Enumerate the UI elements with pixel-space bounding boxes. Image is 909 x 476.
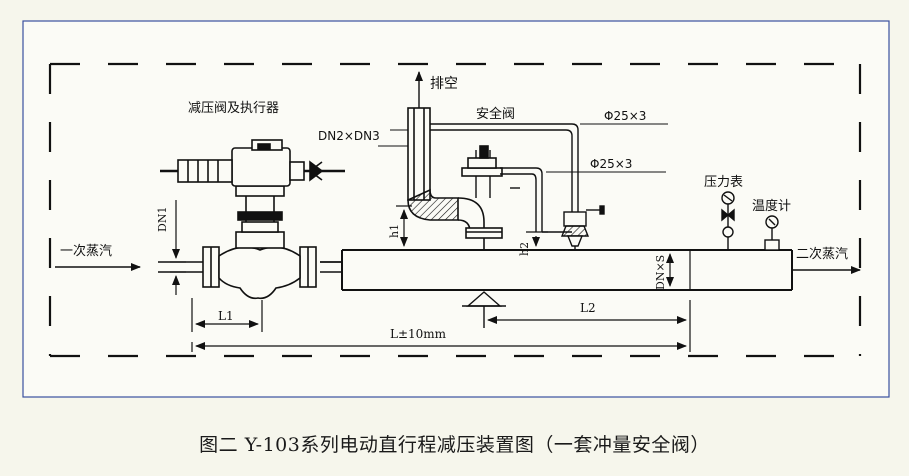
thermometer-label: 温度计 — [752, 198, 791, 214]
safety-valve-label: 安全阀 — [476, 106, 515, 122]
thermometer — [764, 215, 780, 251]
dn2-dn3-label: DN2×DN3 — [318, 129, 380, 143]
l1-label: L1 — [218, 309, 234, 323]
l2-label: L2 — [580, 301, 596, 315]
pressure-reducing-valve — [202, 185, 317, 300]
dn1-label: DN1 — [156, 207, 169, 232]
h2-label: h2 — [518, 242, 531, 256]
valve-actuator-label: 减压阀及执行器 — [188, 101, 279, 116]
vent-label: 排空 — [430, 76, 458, 92]
impulse-tubes — [430, 123, 579, 233]
vent-pipe — [407, 107, 503, 250]
dimensions — [170, 123, 691, 352]
primary-steam-label: 一次蒸汽 — [60, 243, 112, 259]
l-total-label: L±10mm — [390, 327, 447, 341]
impulse-valve — [560, 205, 605, 250]
secondary-steam-label: 二次蒸汽 — [796, 246, 848, 262]
pressure-gauge-label: 压力表 — [704, 175, 743, 190]
electric-actuator — [160, 139, 345, 187]
dnxs-label: DN×S — [654, 255, 667, 290]
h1-label: h1 — [388, 224, 401, 238]
phi-top-label: Φ25×3 — [604, 109, 646, 123]
phi-mid-label: Φ25×3 — [590, 157, 632, 171]
pipe-support — [462, 291, 506, 328]
figure-caption: 图二 Y-103系列电动直行程减压装置图（一套冲量安全阀） — [199, 434, 710, 456]
pressure-gauge — [721, 191, 735, 250]
dashed-boundary — [48, 62, 862, 358]
